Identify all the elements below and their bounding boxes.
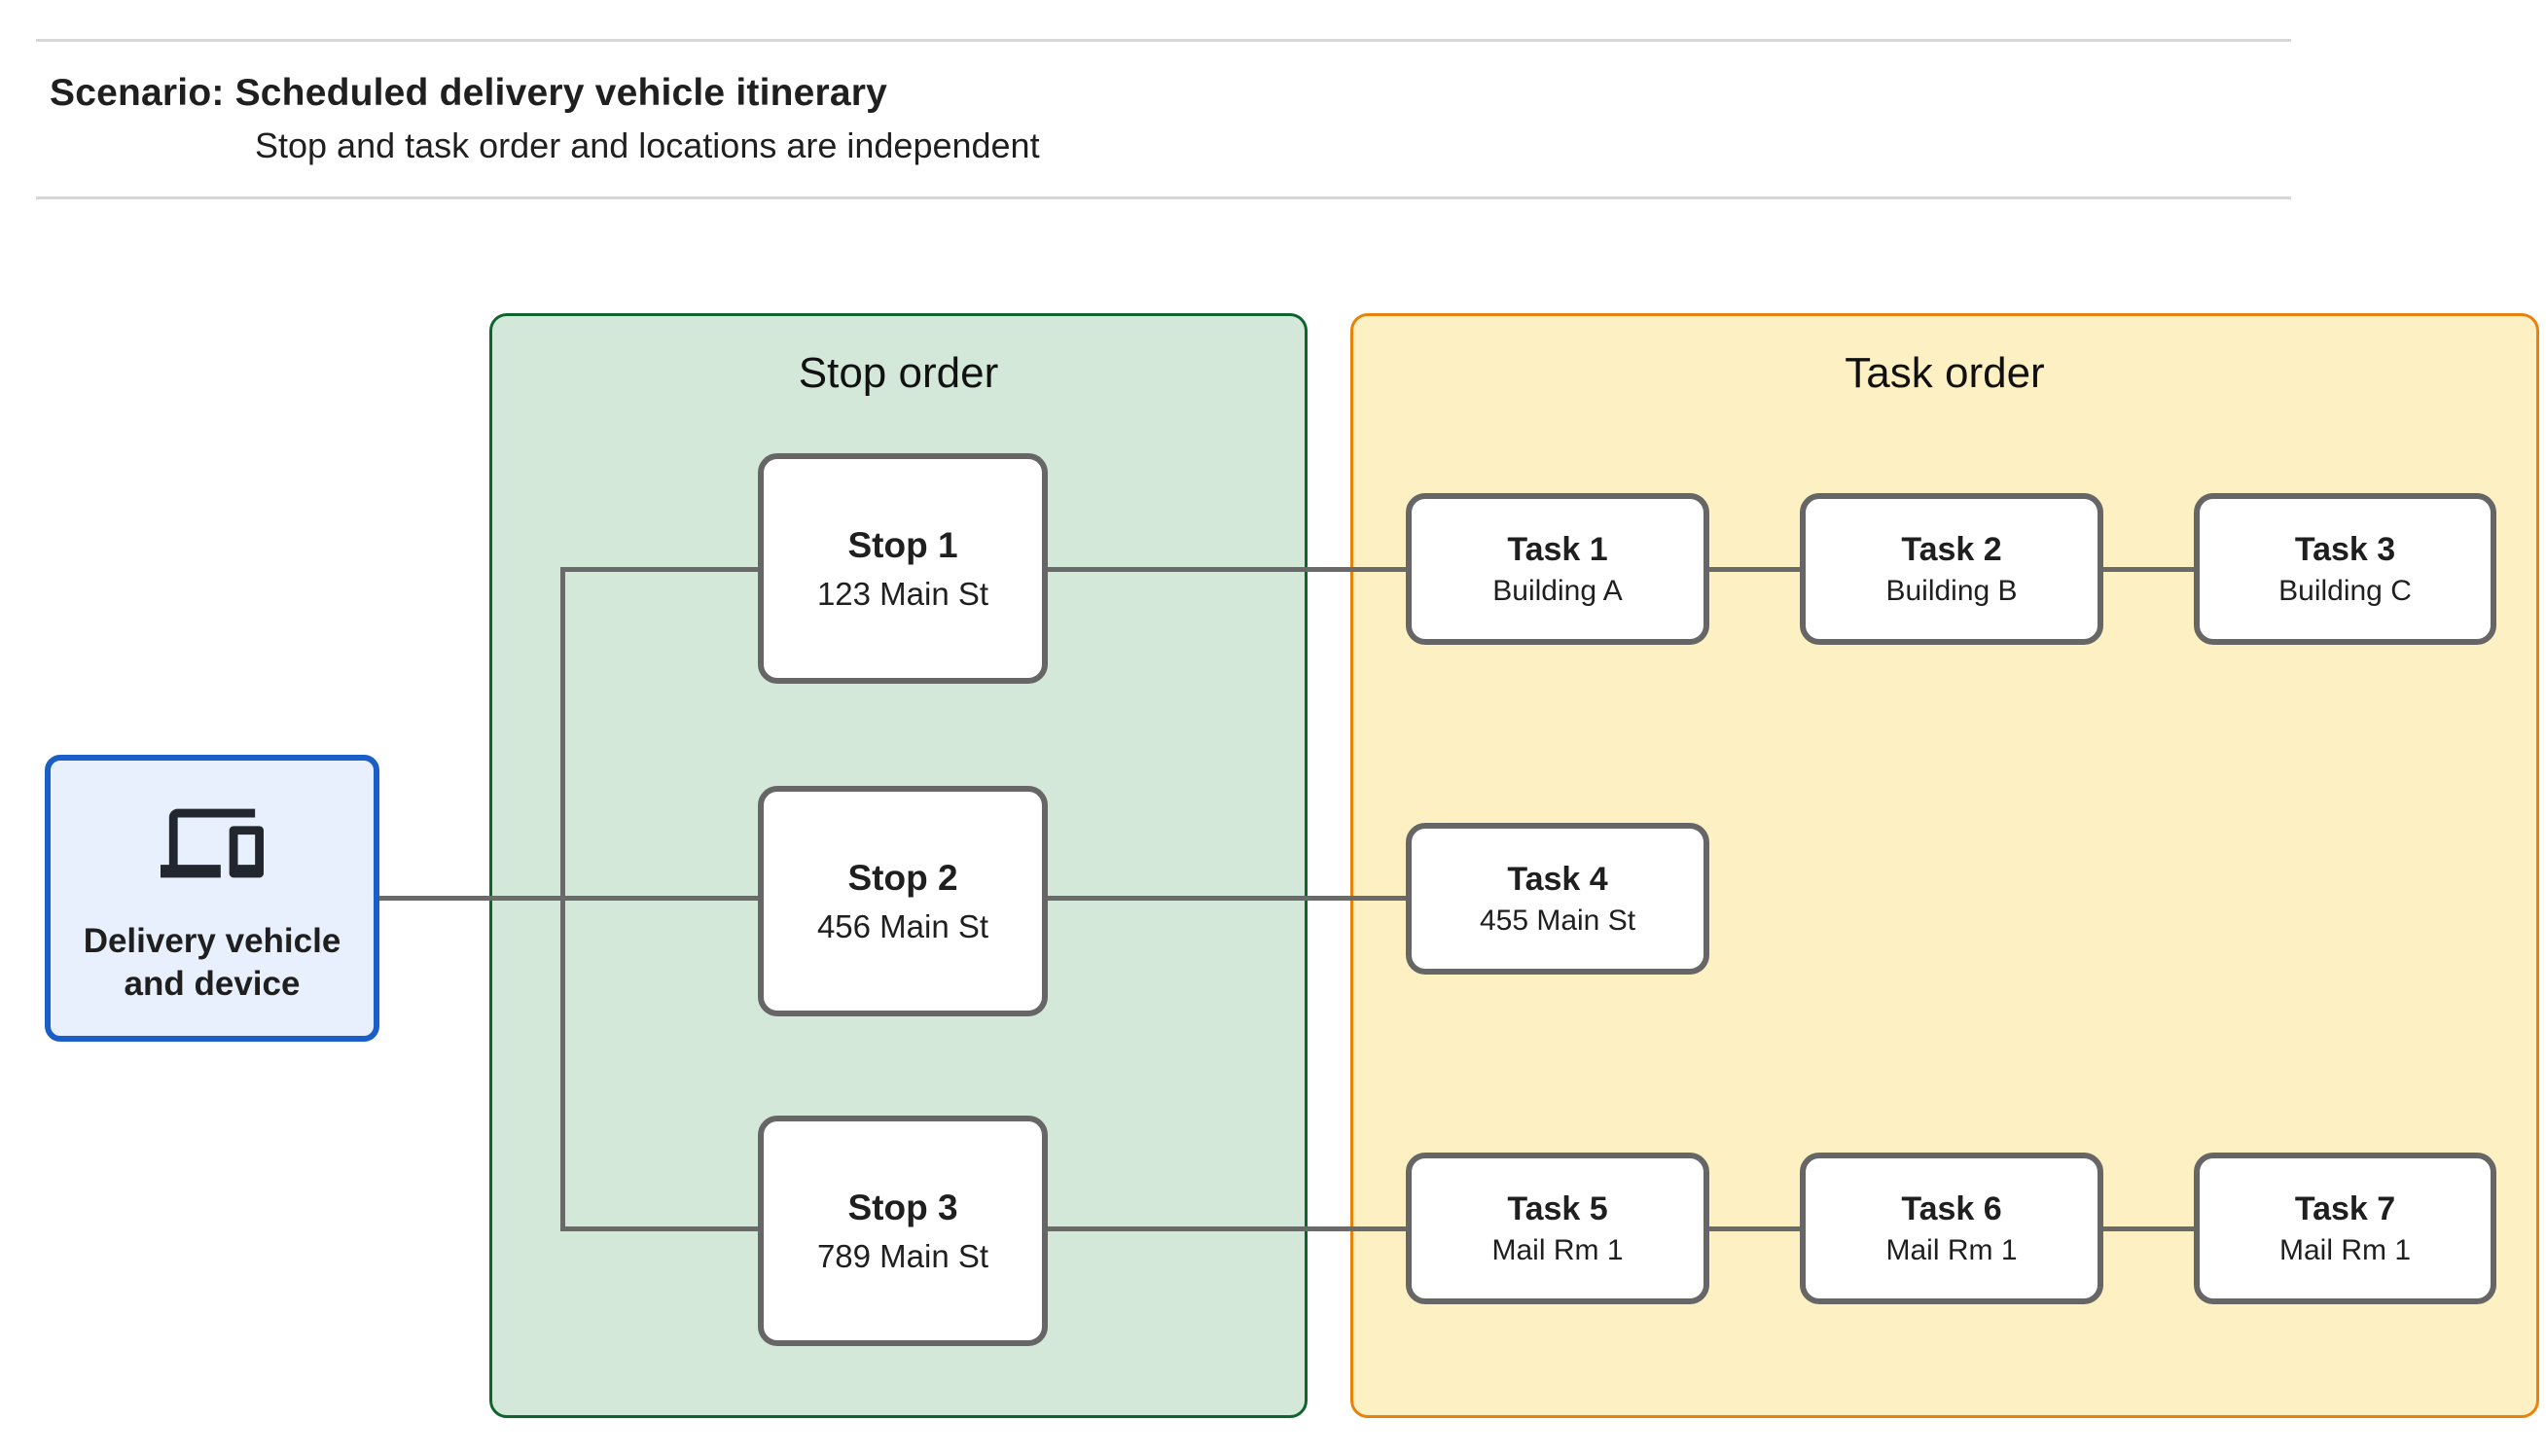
task-1-name: Task 1 xyxy=(1507,530,1608,568)
page-title: Scenario: Scheduled delivery vehicle iti… xyxy=(50,72,888,114)
connector-stop2-to-task4 xyxy=(1048,896,1406,901)
task-4-node: Task 4 455 Main St xyxy=(1406,823,1709,975)
stop-3-node: Stop 3 789 Main St xyxy=(758,1116,1048,1346)
stop-1-name: Stop 1 xyxy=(847,524,958,565)
task-6-node: Task 6 Mail Rm 1 xyxy=(1800,1153,2103,1304)
task-4-name: Task 4 xyxy=(1507,860,1608,898)
connector-trunk-to-stop3 xyxy=(560,1226,758,1231)
task-5-location: Mail Rm 1 xyxy=(1491,1233,1624,1266)
stop-1-location: 123 Main St xyxy=(816,575,989,612)
task-7-node: Task 7 Mail Rm 1 xyxy=(2194,1153,2496,1304)
page-subtitle: Stop and task order and locations are in… xyxy=(255,125,1040,165)
task-1-node: Task 1 Building A xyxy=(1406,493,1709,645)
task-2-name: Task 2 xyxy=(1901,530,2002,568)
task-order-title: Task order xyxy=(1845,349,2045,397)
task-3-node: Task 3 Building C xyxy=(2194,493,2496,645)
task-2-node: Task 2 Building B xyxy=(1800,493,2103,645)
task-5-name: Task 5 xyxy=(1507,1190,1608,1227)
connector-stop3-to-task5 xyxy=(1048,1226,1406,1231)
delivery-vehicle-node: Delivery vehicle and device xyxy=(45,755,379,1042)
stop-2-name: Stop 2 xyxy=(847,857,958,898)
connector-trunk-to-stop1 xyxy=(560,567,758,572)
connector-task2-to-task3 xyxy=(2103,567,2194,572)
connector-source-to-stop2 xyxy=(379,896,758,901)
stop-3-location: 789 Main St xyxy=(816,1237,989,1274)
stop-order-title: Stop order xyxy=(798,349,999,397)
top-divider xyxy=(36,39,2291,42)
task-4-location: 455 Main St xyxy=(1479,904,1636,937)
task-7-location: Mail Rm 1 xyxy=(2278,1233,2411,1266)
task-6-name: Task 6 xyxy=(1901,1190,2002,1227)
task-1-location: Building A xyxy=(1492,574,1623,607)
stop-2-location: 456 Main St xyxy=(816,907,989,944)
stop-3-name: Stop 3 xyxy=(847,1187,958,1227)
task-7-name: Task 7 xyxy=(2294,1190,2396,1227)
task-3-location: Building C xyxy=(2278,574,2412,607)
connector-task5-to-task6 xyxy=(1709,1226,1800,1231)
stop-1-node: Stop 1 123 Main St xyxy=(758,453,1048,684)
connector-task6-to-task7 xyxy=(2103,1226,2194,1231)
stop-2-node: Stop 2 456 Main St xyxy=(758,786,1048,1016)
connector-stop1-to-task1 xyxy=(1048,567,1406,572)
devices-icon xyxy=(161,792,264,895)
connector-task1-to-task2 xyxy=(1709,567,1800,572)
bottom-divider xyxy=(36,196,2291,199)
task-3-name: Task 3 xyxy=(2294,530,2396,568)
task-6-location: Mail Rm 1 xyxy=(1885,1233,2018,1266)
task-5-node: Task 5 Mail Rm 1 xyxy=(1406,1153,1709,1304)
task-2-location: Building B xyxy=(1885,574,2018,607)
connector-stop-trunk xyxy=(560,567,565,1231)
delivery-vehicle-label: Delivery vehicle and device xyxy=(83,921,341,1003)
